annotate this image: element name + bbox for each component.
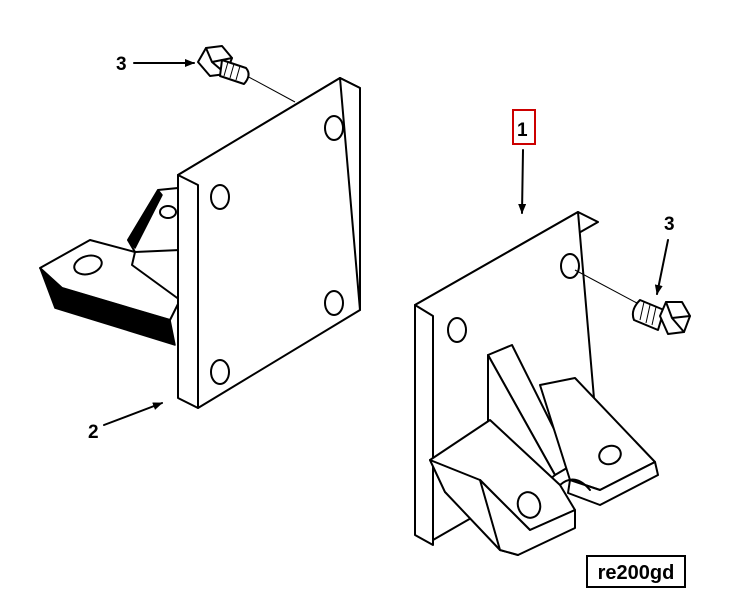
left-leg-front	[39, 267, 176, 346]
right-leg-left-front	[479, 479, 576, 556]
callout-1: 1	[517, 120, 528, 141]
left-bolt	[197, 45, 296, 103]
right-plate-left-edge	[414, 304, 434, 546]
right-bolt-threads	[639, 301, 657, 326]
callout-1-arrow	[518, 149, 527, 214]
right-bolt	[574, 269, 691, 335]
callout-3-right-arrow	[654, 239, 669, 295]
callout-3-left: 3	[116, 54, 127, 75]
left-plate-hole-2	[324, 115, 344, 141]
callout-1-highlight-box	[512, 109, 536, 145]
left-leg-hole	[73, 254, 103, 276]
right-leg-hole-right	[598, 444, 622, 466]
callout-2: 2	[88, 422, 99, 443]
left-plate-hole-1	[210, 184, 230, 210]
right-leg-notch	[559, 478, 591, 491]
left-plate-hole-3	[210, 359, 230, 385]
left-plate-left-edge	[177, 174, 199, 409]
left-gusset-edge	[127, 189, 163, 249]
left-bolt-shank	[219, 59, 250, 85]
left-bolt-centerline	[244, 74, 296, 103]
right-plate-hole-2	[560, 253, 580, 279]
left-gusset-hole	[159, 205, 177, 219]
right-bolt-head-facets	[665, 301, 691, 333]
reference-code-box	[586, 555, 686, 588]
right-plate-hole-1	[447, 317, 467, 343]
left-plate-hole-4	[324, 290, 344, 316]
right-bracket	[414, 211, 659, 556]
left-bracket	[39, 77, 361, 409]
callout-2-arrow	[103, 402, 163, 426]
right-bolt-shank	[631, 299, 665, 331]
right-leg-hole-left	[516, 491, 542, 519]
left-bolt-threads	[223, 61, 241, 81]
right-leg-right-front	[567, 461, 659, 506]
callout-3-right: 3	[664, 214, 675, 235]
reference-code: re200gd	[598, 562, 675, 584]
